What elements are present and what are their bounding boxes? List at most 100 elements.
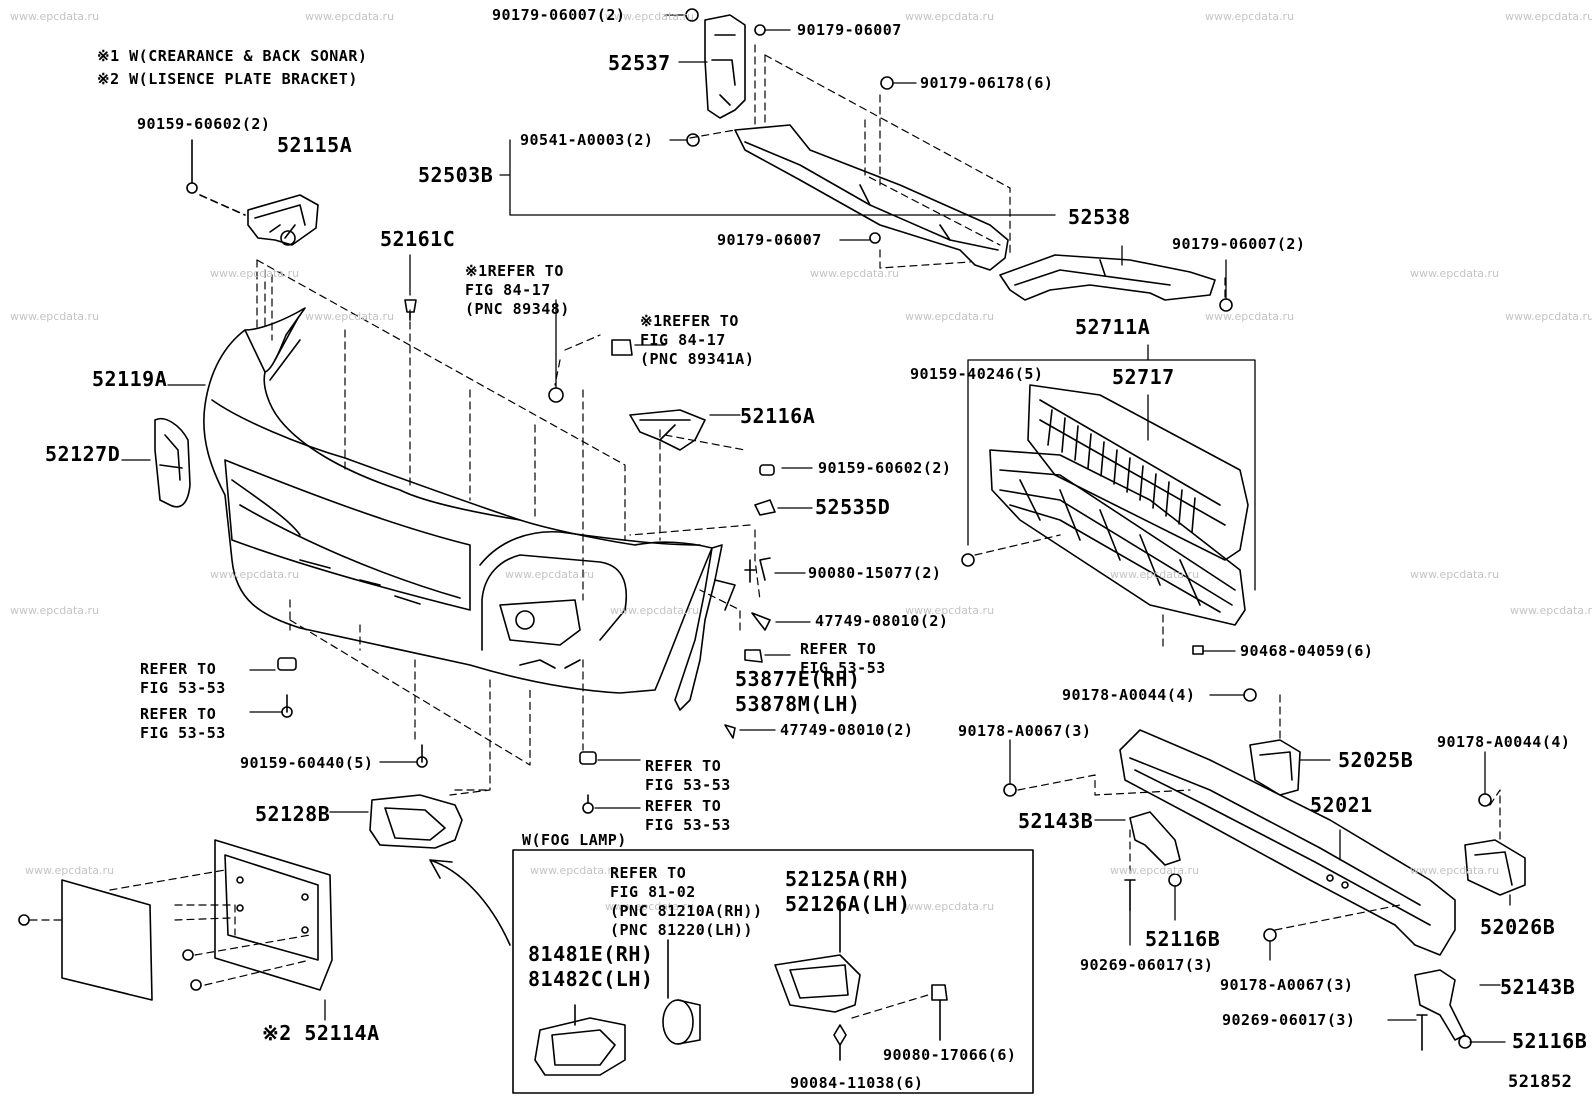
ref-callout: REFER TO FIG 53-53 [645, 757, 731, 794]
grille-bracket-lines [967, 344, 1256, 591]
watermark-text: www.epcdata.ru [10, 10, 100, 23]
watermark-text: www.epcdata.ru [25, 864, 115, 877]
part-label: 90084-11038(6) [790, 1074, 924, 1092]
part-label: 90179-06007(2) [1172, 235, 1306, 253]
watermark-text: www.epcdata.ru [605, 900, 695, 913]
part-label: 90178-A0044(4) [1062, 686, 1196, 704]
leader-lines-top [499, 14, 1227, 299]
part-label: 52126A(LH) [785, 892, 911, 916]
leader-lines-mid [121, 254, 813, 731]
ref-mark: ※2 [262, 1021, 292, 1045]
watermark-text: www.epcdata.ru [1410, 568, 1500, 581]
part-label: 90159-40246(5) [910, 365, 1044, 383]
bracket-52115A-drawing [186, 139, 319, 246]
stay-52026B-drawing [1464, 839, 1526, 896]
part-label: 90178-A0044(4) [1437, 733, 1571, 751]
part-label: 90159-60602(2) [818, 459, 952, 477]
part-label: 81481E(RH) [528, 942, 654, 966]
watermark-text: www.epcdata.ru [210, 267, 300, 280]
leader-lines-left [249, 669, 641, 809]
fog-lamp-drawing [534, 897, 948, 1076]
molding-drawing [674, 544, 736, 711]
part-label: 52127D [45, 442, 121, 466]
part-label: 47749-08010(2) [815, 612, 949, 630]
watermark-text: www.epcdata.ru [905, 10, 995, 23]
grille-drawing [989, 384, 1249, 626]
watermark-text: www.epcdata.ru [1410, 267, 1500, 280]
grille-clip [1192, 645, 1204, 655]
part-label: 90269-06017(3) [1222, 1011, 1356, 1029]
ref-callout: REFER TO FIG 53-53 [800, 640, 886, 677]
watermark-text: www.epcdata.ru [1110, 568, 1200, 581]
part-label: 52717 [1112, 365, 1175, 389]
watermark-text: www.epcdata.ru [305, 310, 395, 323]
part-label: 90080-15077(2) [808, 564, 942, 582]
license-dashes [29, 869, 311, 986]
license-bracket-drawing [18, 839, 333, 1001]
lamp-52127D-drawing [154, 418, 191, 508]
part-label: 52119A [92, 367, 168, 391]
part-label: 53877E(RH) [735, 667, 861, 691]
part-label: 90178-A0067(3) [1220, 976, 1354, 994]
watermark-text: www.epcdata.ru [1510, 604, 1592, 617]
ref-callout: REFER TO FIG 53-53 [645, 797, 731, 834]
watermark-text: www.epcdata.ru [530, 864, 620, 877]
fog-box-title: W(FOG LAMP) [522, 831, 627, 849]
part-label: 52116A [740, 404, 816, 428]
watermark-text: www.epcdata.ru [810, 267, 900, 280]
fog-cover-drawing [329, 789, 511, 946]
part-label: 90159-60440(5) [240, 754, 374, 772]
part-label: 52143B [1018, 809, 1094, 833]
reinforcement-52503B-drawing [704, 14, 1216, 301]
part-label: 52161C [380, 227, 456, 251]
part-number: 52114A [304, 1021, 380, 1045]
bracket-52143B-drawing [1129, 811, 1466, 1041]
part-label: 52711A [1075, 315, 1151, 339]
watermark-text: www.epcdata.ru [10, 604, 100, 617]
reinforcement-dashes [689, 44, 1226, 301]
ref-callout: REFER TO FIG 81-02 (PNC 81210A(RH)) (PNC… [610, 864, 763, 939]
watermark-text: www.epcdata.ru [905, 604, 995, 617]
ref-callout: REFER TO FIG 53-53 [140, 660, 226, 697]
part-label: 90080-17066(6) [883, 1046, 1017, 1064]
watermark-text: www.epcdata.ru [305, 10, 395, 23]
part-label: 81482C(LH) [528, 967, 654, 991]
note-clearance-sonar: ※1 W(CREARANCE & BACK SONAR) [97, 47, 368, 65]
watermark-text: www.epcdata.ru [905, 900, 995, 913]
watermark-text: www.epcdata.ru [1505, 310, 1592, 323]
figure-id: 521852 [1508, 1072, 1573, 1092]
part-label: 52115A [277, 133, 353, 157]
bracket-52116A-drawing [548, 339, 776, 739]
part-label: 47749-08010(2) [780, 721, 914, 739]
note-license-bracket: ※2 W(LISENCE PLATE BRACKET) [97, 70, 358, 88]
part-label: 90179-06007(2) [492, 6, 626, 24]
part-label: 52143B [1500, 975, 1576, 999]
watermark-text: www.epcdata.ru [1110, 864, 1200, 877]
part-label: 90159-60602(2) [137, 115, 271, 133]
part-label: 90179-06007 [717, 231, 822, 249]
part-label: 52128B [255, 802, 331, 826]
part-label: 90269-06017(3) [1080, 956, 1214, 974]
reinforcement-52021-drawing [1119, 729, 1456, 956]
grille-screw [961, 553, 975, 567]
watermark-text: www.epcdata.ru [610, 604, 700, 617]
part-label: 52116B [1145, 927, 1221, 951]
part-label-license-bracket: ※2 52114A [262, 1022, 380, 1044]
bumper-dashes [256, 259, 761, 796]
ref-callout: ※1REFER TO FIG 84-17 (PNC 89341A) [640, 312, 755, 368]
watermark-text: www.epcdata.ru [1205, 10, 1295, 23]
watermark-text: www.epcdata.ru [605, 10, 695, 23]
part-label: 90179-06007 [797, 21, 902, 39]
leader-lines-right [1009, 694, 1511, 1043]
watermark-text: www.epcdata.ru [1205, 310, 1295, 323]
part-label: 53878M(LH) [735, 692, 861, 716]
part-label: 90179-06178(6) [920, 74, 1054, 92]
part-label: 52537 [608, 51, 671, 75]
ref-callout: ※1REFER TO FIG 84-17 (PNC 89348) [465, 262, 570, 318]
watermark-text: www.epcdata.ru [905, 310, 995, 323]
part-label: 90468-04059(6) [1240, 642, 1374, 660]
watermark-text: www.epcdata.ru [505, 568, 595, 581]
bumper-cover-drawing [203, 307, 713, 694]
